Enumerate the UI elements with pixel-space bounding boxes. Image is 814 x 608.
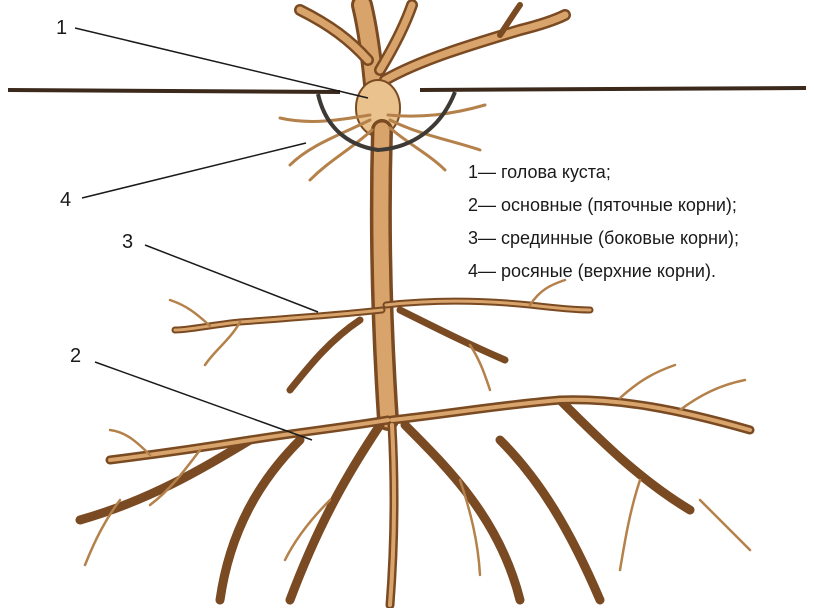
rootlet <box>700 500 750 550</box>
callout-line-3 <box>145 245 318 312</box>
middle-root-rdown <box>400 310 505 360</box>
dew-root <box>390 128 445 170</box>
heel-root-deep-l <box>220 440 300 600</box>
dew-root <box>310 130 372 180</box>
legend-item-1: 1— голова куста; <box>468 156 739 189</box>
rootlet <box>680 380 745 410</box>
legend-item-3: 3— срединные (боковые корни); <box>468 222 739 255</box>
trunk-lower-fill <box>381 130 388 420</box>
heel-root-left-fill <box>110 420 388 460</box>
legend-item-4: 4— росяные (верхние корни). <box>468 255 739 288</box>
middle-root-ldown <box>290 320 360 390</box>
heel-root-far-r <box>560 400 690 510</box>
soil-surface <box>8 88 806 92</box>
callout-line-4 <box>82 143 306 198</box>
callout-number-1: 1 <box>56 17 67 39</box>
callout-number-4: 4 <box>60 189 71 211</box>
heel-root-down-l <box>290 425 380 600</box>
root-system <box>80 5 750 605</box>
callout-line-1 <box>75 28 368 98</box>
legend-item-2: 2— основные (пяточные корни); <box>468 189 739 222</box>
rootlet <box>170 300 210 326</box>
branch-mid-fill <box>380 5 412 70</box>
dew-root <box>388 105 485 116</box>
rootlet <box>620 480 640 570</box>
callout-number-3: 3 <box>122 231 133 253</box>
callout-number-2: 2 <box>70 345 81 367</box>
rootlet <box>620 365 675 398</box>
heel-root-down-r <box>405 425 520 600</box>
callout-line-2 <box>95 362 312 440</box>
legend: 1— голова куста; 2— основные (пяточные к… <box>468 156 739 288</box>
